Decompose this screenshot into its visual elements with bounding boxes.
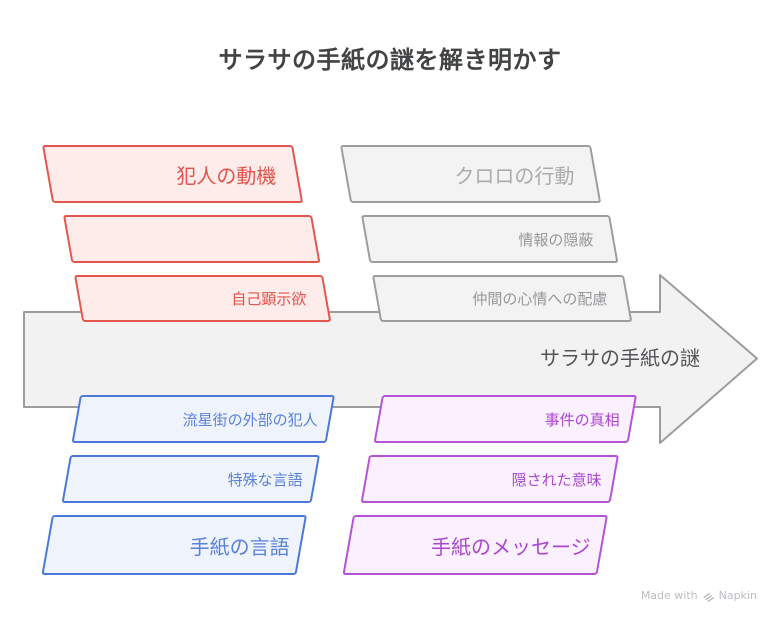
- item-label: 特殊な言語: [227, 470, 303, 489]
- item-culprit-motive: 犯人の動機: [42, 145, 304, 203]
- diagram-title: サラサの手紙の謎を解き明かす: [218, 46, 562, 74]
- item-label: 情報の隠蔽: [518, 230, 594, 249]
- item-label: 手紙の言語: [189, 534, 290, 559]
- item-label: 隠された意味: [511, 470, 602, 489]
- made-with-text: Made with: [640, 589, 698, 602]
- item-truth-of-incident: 事件の真相: [373, 395, 637, 443]
- napkin-brand-text: Napkin: [718, 589, 757, 602]
- item-culprit-motive-blank: [63, 215, 321, 263]
- item-hidden-meaning: 隠された意味: [360, 455, 619, 503]
- item-concern-for-comrades: 仲間の心情への配慮: [372, 275, 633, 322]
- item-label: クロロの行動: [454, 163, 575, 188]
- item-special-language: 特殊な言語: [61, 455, 320, 503]
- item-label: 事件の真相: [544, 410, 620, 429]
- made-with-napkin-link[interactable]: Made with Napkin: [641, 589, 757, 602]
- item-label: [65, 217, 310, 261]
- item-label: 犯人の動機: [176, 163, 277, 188]
- item-label: 自己顕示欲: [231, 290, 307, 308]
- item-self-display-desire: 自己顕示欲: [74, 275, 332, 322]
- item-label: 手紙のメッセージ: [431, 534, 591, 559]
- item-outsider-culprit: 流星街の外部の犯人: [71, 395, 335, 443]
- item-letter-language: 手紙の言語: [41, 515, 307, 575]
- napkin-logo-icon: [703, 592, 714, 602]
- item-label: 流星街の外部の犯人: [182, 410, 318, 429]
- item-label: 仲間の心情への配慮: [472, 290, 608, 308]
- item-information-concealment: 情報の隠蔽: [361, 215, 619, 263]
- item-letter-message: 手紙のメッセージ: [342, 515, 608, 575]
- arrow-label: サラサの手紙の謎: [540, 346, 700, 370]
- item-chrollo-actions: クロロの行動: [340, 145, 602, 203]
